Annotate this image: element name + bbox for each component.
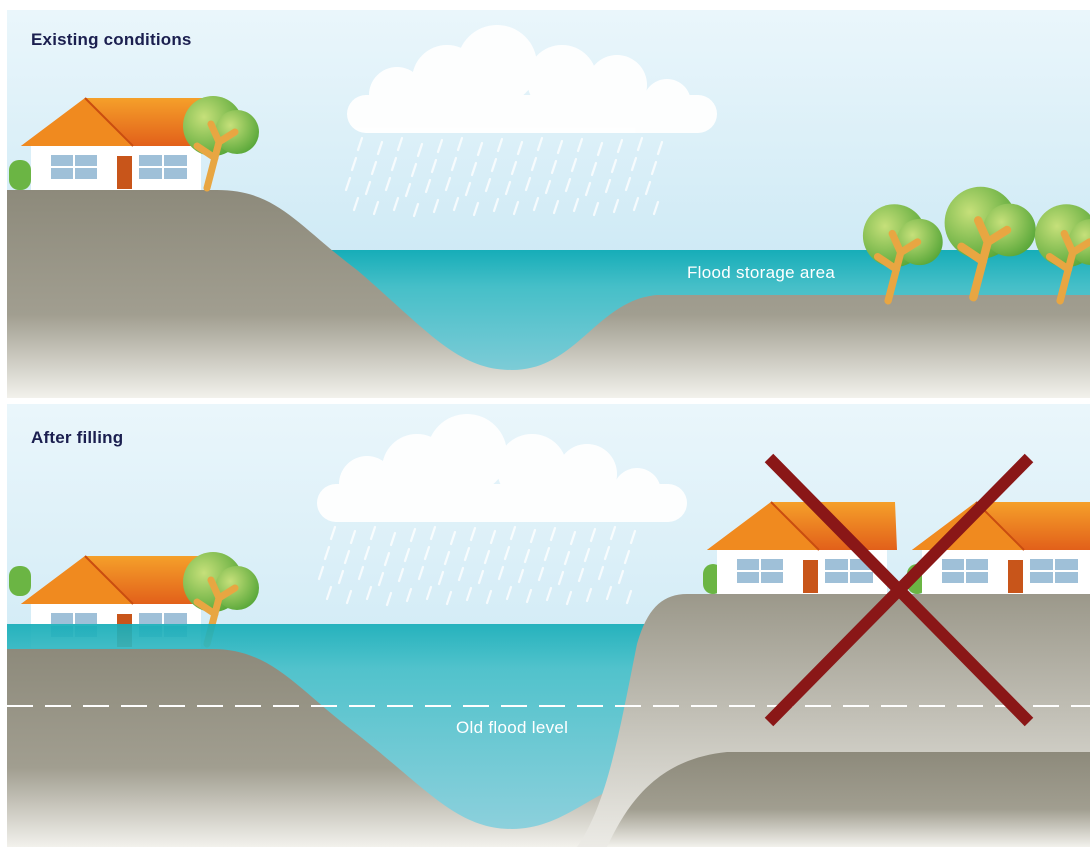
ground bbox=[7, 649, 647, 847]
panel-title: Existing conditions bbox=[31, 30, 192, 49]
existing-conditions-scene bbox=[7, 10, 1090, 398]
old-flood-level-label: Old flood level bbox=[456, 718, 569, 737]
cross-icon bbox=[764, 453, 1034, 727]
ground bbox=[7, 190, 1090, 398]
after-filling-scene bbox=[7, 404, 1090, 847]
flood-storage-area-label: Flood storage area bbox=[687, 263, 836, 282]
panel-title: After filling bbox=[31, 428, 124, 447]
original-ground bbox=[607, 752, 1090, 847]
panel-existing-conditions: Existing conditions Flood storage area bbox=[7, 10, 1090, 398]
panel-after-filling: After filling Old flood level bbox=[7, 404, 1090, 847]
